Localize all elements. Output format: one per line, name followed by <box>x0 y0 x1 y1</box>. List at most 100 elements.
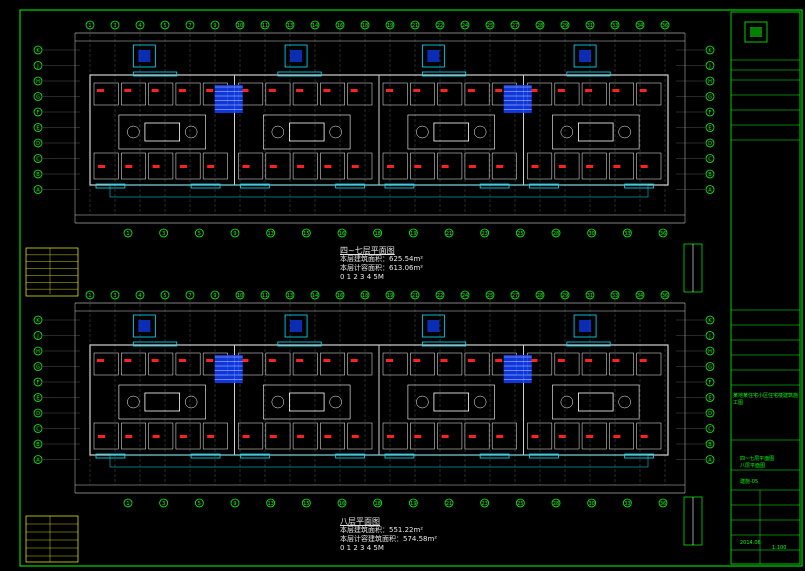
grid-label: K <box>708 48 712 54</box>
grid-bubble <box>33 315 43 325</box>
grid-label: 3 <box>162 501 165 507</box>
grid-label: 16 <box>339 501 345 507</box>
room-tag <box>296 359 304 362</box>
room <box>175 352 201 376</box>
grid-bubble <box>408 228 418 238</box>
grid-bubble <box>705 346 715 356</box>
grid-label: 10 <box>237 293 243 299</box>
window <box>384 183 415 189</box>
grid-label: 22 <box>437 23 443 29</box>
window <box>624 453 654 459</box>
grid-label: 11 <box>262 293 268 299</box>
room-tag <box>386 359 393 362</box>
grid-label: 23 <box>481 231 487 237</box>
tb-scale: 1:100 <box>772 545 787 551</box>
grid-label: 10 <box>237 23 243 29</box>
room <box>93 422 119 450</box>
room-tag <box>206 359 214 362</box>
room-tag <box>468 435 476 438</box>
bay-window <box>132 314 156 338</box>
room <box>609 422 635 450</box>
area-line-1-top: 本层建筑面积：625.54m² <box>340 255 424 263</box>
grid-label: 13 <box>267 231 273 237</box>
grid-label: A <box>36 458 40 464</box>
grid-label: A <box>36 188 40 194</box>
room <box>636 82 662 106</box>
room <box>292 422 318 450</box>
room <box>93 82 119 106</box>
room-tag <box>468 165 476 168</box>
grid-label: 9 <box>233 231 236 237</box>
room <box>121 352 146 376</box>
grid-label: G <box>36 95 40 101</box>
grid-label: 24 <box>462 293 468 299</box>
living-room <box>552 384 640 420</box>
room-tag <box>98 165 105 168</box>
window <box>95 453 126 459</box>
grid-bubble <box>33 45 43 55</box>
stair-core <box>503 355 532 383</box>
room-tag <box>585 89 593 92</box>
room-tag <box>640 435 648 438</box>
grid-label: D <box>708 141 712 147</box>
grid-bubble <box>301 228 311 238</box>
room-tag <box>441 165 449 168</box>
room-tag <box>125 165 133 168</box>
grid-bubble <box>515 228 525 238</box>
window <box>529 183 559 189</box>
room <box>581 152 607 180</box>
room-tag <box>613 435 621 438</box>
room-tag <box>414 435 422 438</box>
room-tag <box>242 435 250 438</box>
room-tag <box>558 165 566 168</box>
grid-bubble <box>444 498 454 508</box>
plan-title-bottom: 八层平面图 <box>340 517 380 526</box>
grid-bubble <box>515 498 525 508</box>
grid-bubble <box>337 498 347 508</box>
grid-bubble <box>33 154 43 163</box>
room <box>409 352 435 376</box>
grid-label: 24 <box>462 23 468 29</box>
grid-label: 33 <box>612 293 618 299</box>
grid-label: E <box>708 396 711 402</box>
room <box>265 82 291 106</box>
room <box>238 152 264 180</box>
grid-label: 5 <box>198 501 201 507</box>
room <box>320 82 345 106</box>
grid-bubble <box>705 185 715 194</box>
dining-table <box>144 122 180 142</box>
grid-label: B <box>36 442 40 448</box>
room <box>265 152 291 180</box>
grid-bubble <box>33 123 43 132</box>
grid-label: 18 <box>362 293 368 299</box>
room <box>148 422 174 450</box>
grid-bubble <box>33 424 43 433</box>
grid-label: C <box>36 427 40 433</box>
tb-date: 2014.06 <box>740 540 761 546</box>
grid-bubble <box>705 92 715 101</box>
room-tag <box>97 89 104 92</box>
grid-label: 36 <box>660 501 666 507</box>
grid-bubble <box>705 455 715 464</box>
room <box>93 352 119 376</box>
room-tag <box>557 359 565 362</box>
grid-label: 13 <box>267 501 273 507</box>
room <box>175 152 201 180</box>
grid-label: H <box>708 349 712 355</box>
room <box>554 422 580 450</box>
grid-label: F <box>37 110 40 116</box>
sofa <box>416 125 429 139</box>
grid-label: E <box>708 126 711 132</box>
grid-label: E <box>36 126 39 132</box>
grid-label: 34 <box>637 23 643 29</box>
room <box>409 82 435 106</box>
room <box>409 152 435 180</box>
grid-bubble <box>705 138 715 148</box>
balcony <box>109 184 649 198</box>
grid-label: H <box>36 349 40 355</box>
room <box>320 352 345 376</box>
sofa <box>473 395 487 409</box>
bay-fill <box>290 320 303 332</box>
grid-label: 13 <box>287 23 293 29</box>
